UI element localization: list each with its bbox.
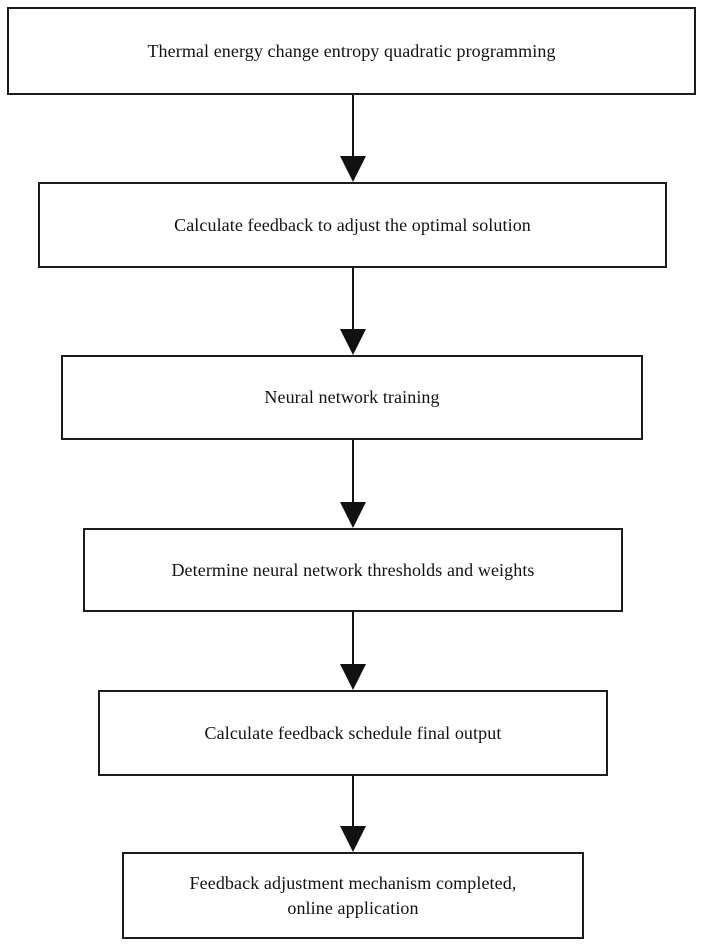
- flowchart-node-2: Calculate feedback to adjust the optimal…: [38, 182, 667, 268]
- flowchart-node-4-label: Determine neural network thresholds and …: [171, 559, 535, 580]
- flowchart-arrow-5: [340, 776, 366, 852]
- flowchart-arrow-1: [340, 95, 366, 182]
- flowchart-node-1-label: Thermal energy change entropy quadratic …: [147, 40, 556, 61]
- flowchart-node-6: Feedback adjustment mechanism completed,…: [122, 852, 584, 939]
- flowchart-node-5-label: Calculate feedback schedule final output: [204, 722, 502, 743]
- arrow-head-down-icon: [340, 664, 366, 690]
- flowchart-node-3: Neural network training: [61, 355, 643, 440]
- arrow-head-down-icon: [340, 156, 366, 182]
- flowchart-node-5: Calculate feedback schedule final output: [98, 690, 608, 776]
- flowchart-node-6-label: Feedback adjustment mechanism completed,…: [189, 873, 517, 918]
- flowchart-arrow-4: [340, 612, 366, 690]
- flowchart-arrow-2: [340, 268, 366, 355]
- flowchart-node-1: Thermal energy change entropy quadratic …: [7, 7, 696, 95]
- arrow-shaft: [352, 440, 354, 502]
- arrow-shaft: [352, 95, 354, 156]
- arrow-shaft: [352, 612, 354, 664]
- arrow-head-down-icon: [340, 826, 366, 852]
- arrow-head-down-icon: [340, 502, 366, 528]
- arrow-shaft: [352, 776, 354, 826]
- arrow-shaft: [352, 268, 354, 329]
- flowchart-node-3-label: Neural network training: [264, 387, 440, 408]
- arrow-head-down-icon: [340, 329, 366, 355]
- flowchart-arrow-3: [340, 440, 366, 528]
- flowchart-node-2-label: Calculate feedback to adjust the optimal…: [174, 214, 531, 235]
- flowchart-node-4: Determine neural network thresholds and …: [83, 528, 623, 612]
